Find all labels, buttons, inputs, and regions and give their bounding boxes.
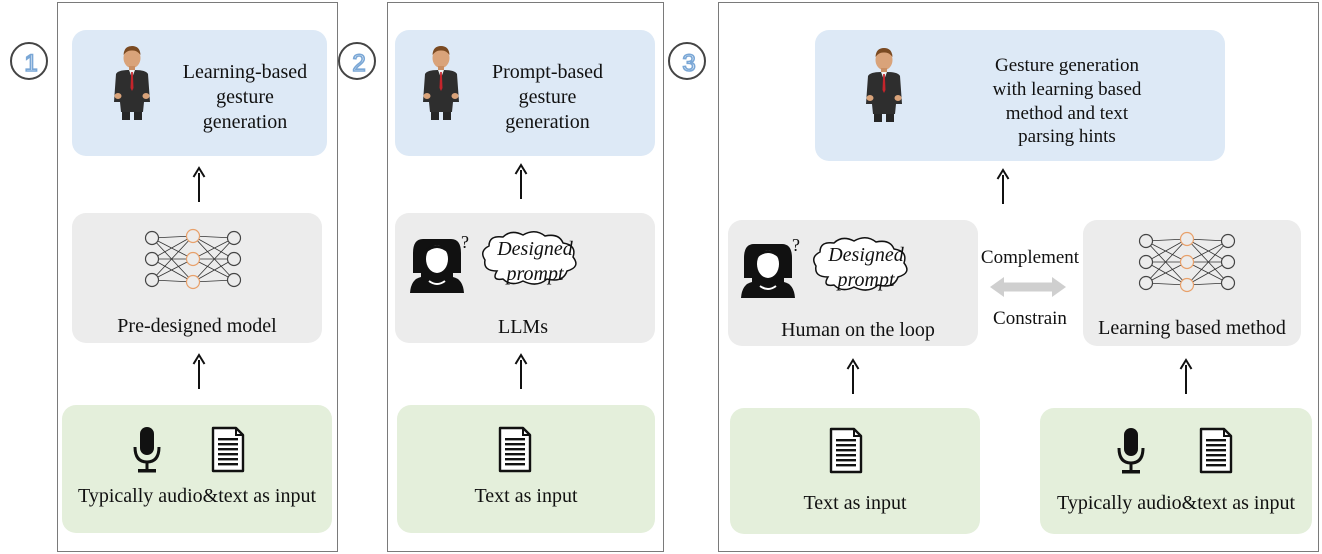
panel-3-right-input-label: Typically audio&text as input [1057, 492, 1295, 514]
avatar-icon [423, 46, 459, 120]
designed-prompt-label: Designed prompt [497, 238, 573, 285]
question-mark: ? [792, 235, 800, 255]
constrain-label: Constrain [993, 308, 1067, 329]
panel-1-model-box: Pre-designed model [72, 213, 322, 343]
panel-2-output-box: Prompt-based gesture generation [395, 30, 655, 156]
step-1-badge: 1 [10, 42, 48, 80]
question-mark: ? [461, 232, 469, 252]
panel-1-output-box: Learning-based gesture generation [72, 30, 327, 156]
human-loop-box: ? Designed prompt Human on the loop [728, 220, 978, 346]
microphone-icon [1117, 426, 1145, 475]
avatar-icon [866, 48, 902, 122]
panel-3-output-label: Gesture generation with learning based m… [992, 55, 1142, 148]
panel-2-llm-box: ? Designed prompt LLMs [395, 213, 655, 343]
designed-prompt-label: Designed prompt [828, 244, 904, 291]
avatar-icon [114, 46, 150, 120]
document-icon [211, 426, 245, 473]
arrow-up-icon [996, 169, 1010, 205]
arrow-up-icon [846, 359, 860, 395]
document-icon [1199, 427, 1233, 474]
document-icon [829, 427, 863, 474]
learning-method-label: Learning based method [1098, 317, 1286, 339]
step-3-number: 3 [682, 50, 695, 77]
panel-2-input-box: Text as input [397, 405, 655, 533]
panel-1-output-label: Learning-based gesture generation [182, 61, 308, 133]
arrow-up-icon [514, 164, 528, 200]
panel-1-input-label: Typically audio&text as input [78, 485, 316, 507]
microphone-icon [133, 425, 161, 474]
arrow-up-icon [192, 354, 206, 390]
neural-network-icon [144, 228, 242, 290]
learning-method-box: Learning based method [1083, 220, 1301, 346]
panel-3-left-input-box: Text as input [730, 408, 980, 534]
panel-2-output-label: Prompt-based gesture generation [491, 61, 604, 133]
step-2-badge: 2 [338, 42, 376, 80]
panel-1-model-label: Pre-designed model [117, 315, 277, 337]
step-3-badge: 3 [668, 42, 706, 80]
panel-3-right-input-box: Typically audio&text as input [1040, 408, 1312, 534]
arrow-up-icon [1179, 359, 1193, 395]
panel-3-output-box: Gesture generation with learning based m… [815, 30, 1225, 161]
step-1-number: 1 [24, 50, 37, 77]
panel-2-model-label: LLMs [498, 316, 548, 338]
human-loop-label: Human on the loop [781, 319, 935, 341]
panel-2-input-label: Text as input [474, 485, 578, 507]
document-icon [498, 426, 532, 473]
panel-1-input-box: Typically audio&text as input [62, 405, 332, 533]
double-arrow-icon [990, 277, 1066, 297]
step-2-number: 2 [352, 50, 365, 77]
arrow-up-icon [514, 354, 528, 390]
panel-3-left-input-label: Text as input [803, 492, 907, 514]
arrow-up-icon [192, 167, 206, 203]
complement-label: Complement [980, 247, 1080, 268]
neural-network-icon [1138, 231, 1236, 293]
